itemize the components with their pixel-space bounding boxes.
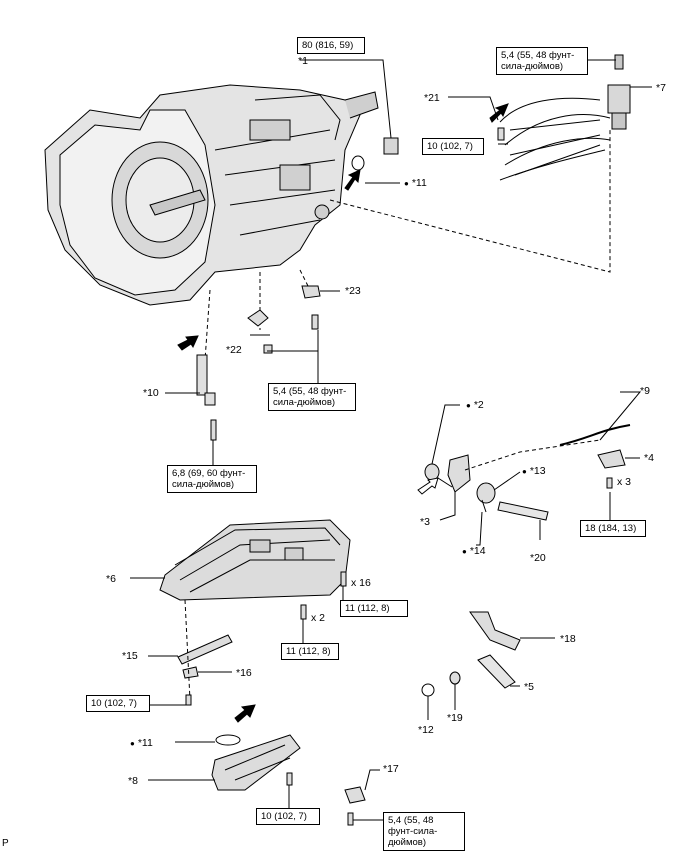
- label-part-6: *6: [106, 573, 116, 585]
- label-part-1: *1: [298, 55, 308, 67]
- label-part-22: *22: [226, 344, 242, 356]
- wire-harness: [499, 54, 631, 181]
- label-part-9: *9: [640, 385, 650, 397]
- label-part-18: *18: [560, 633, 576, 645]
- torque-box-valve-body-a: 11 (112, 8): [340, 600, 408, 617]
- label-part-14: *14: [462, 545, 486, 558]
- label-part-8: *8: [128, 775, 138, 787]
- torque-box-sensor: 5,4 (55, 48 фунт-сила-дюймов): [496, 47, 588, 75]
- torque-box-valve-body-b: 11 (112, 8): [281, 643, 339, 660]
- label-part-4: *4: [644, 452, 654, 464]
- label-part-5: *5: [524, 681, 534, 693]
- drain-plug: [383, 137, 399, 155]
- transmission-assembly: [44, 84, 379, 306]
- torque-box-harness: 10 (102, 7): [422, 138, 484, 155]
- valve-body: [159, 519, 351, 601]
- label-qty-3: x 3: [617, 476, 632, 488]
- label-part-7: *7: [656, 82, 666, 94]
- label-part-16: *16: [236, 667, 252, 679]
- torque-box-brackets: 5,4 (55, 48 фунт-сила-дюймов): [268, 383, 356, 411]
- label-part-3: *3: [420, 516, 430, 528]
- label-part-11-top: *11: [404, 177, 427, 190]
- label-part-12: *12: [418, 724, 434, 736]
- label-part-17: *17: [383, 763, 399, 775]
- label-part-10: *10: [143, 387, 159, 399]
- label-part-11-bottom: *11: [130, 737, 153, 750]
- label-part-13: *13: [522, 465, 546, 478]
- label-part-15: *15: [122, 650, 138, 662]
- label-qty-2: x 2: [311, 612, 326, 624]
- torque-box-lever: 18 (184, 13): [580, 520, 646, 537]
- label-qty-16: x 16: [351, 577, 371, 589]
- torque-box-pipe: 6,8 (69, 60 фунт-сила-дюймов): [167, 465, 257, 493]
- torque-box-bracket: 5,4 (55, 48 фунт-сила-дюймов): [383, 812, 465, 851]
- torque-box-spring: 10 (102, 7): [86, 695, 150, 712]
- corner-mark: P: [2, 838, 9, 849]
- label-part-23: *23: [345, 285, 361, 297]
- label-part-19: *19: [447, 712, 463, 724]
- label-part-21: *21: [424, 92, 440, 104]
- torque-box-strainer: 10 (102, 7): [256, 808, 320, 825]
- label-part-2: *2: [466, 399, 484, 412]
- label-part-20: *20: [530, 552, 546, 564]
- torque-box-plug: 80 (816, 59): [297, 37, 365, 54]
